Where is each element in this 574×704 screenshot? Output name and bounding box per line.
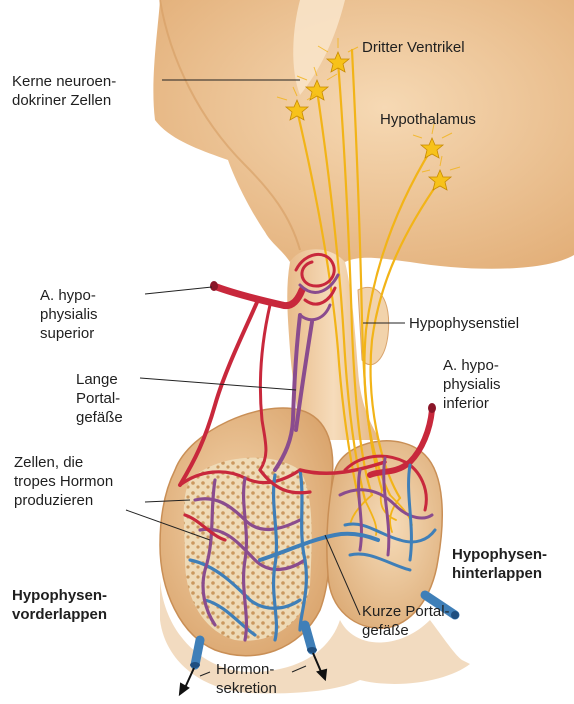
inferior-artery-cut-end (428, 403, 436, 413)
label-zellen-tropes-hormon: Zellen, die tropes Hormon produzieren (14, 453, 113, 510)
label-hypophysenstiel: Hypophysenstiel (409, 314, 519, 333)
label-a-hypophysialis-inferior: A. hypo- physialis inferior (443, 356, 501, 413)
label-kurze-portalgefaesse: Kurze Portal- gefäße (362, 602, 450, 640)
label-dritter-ventrikel: Dritter Ventrikel (362, 38, 465, 57)
label-lange-portalgefaesse: Lange Portal- gefäße (76, 370, 123, 427)
label-hypothalamus: Hypothalamus (380, 110, 476, 129)
label-a-hypophysialis-superior: A. hypo- physialis superior (40, 286, 98, 343)
label-hormonsekretion: Hormon- sekretion (216, 660, 277, 698)
artery-cut-end (210, 281, 218, 291)
label-hypophysenhinterlappen: Hypophysen- hinterlappen (452, 545, 547, 583)
label-hypophysenvorderlappen: Hypophysen- vorderlappen (12, 586, 107, 624)
label-kerne-neuroendokriner-zellen: Kerne neuroen- dokriner Zellen (12, 72, 116, 110)
